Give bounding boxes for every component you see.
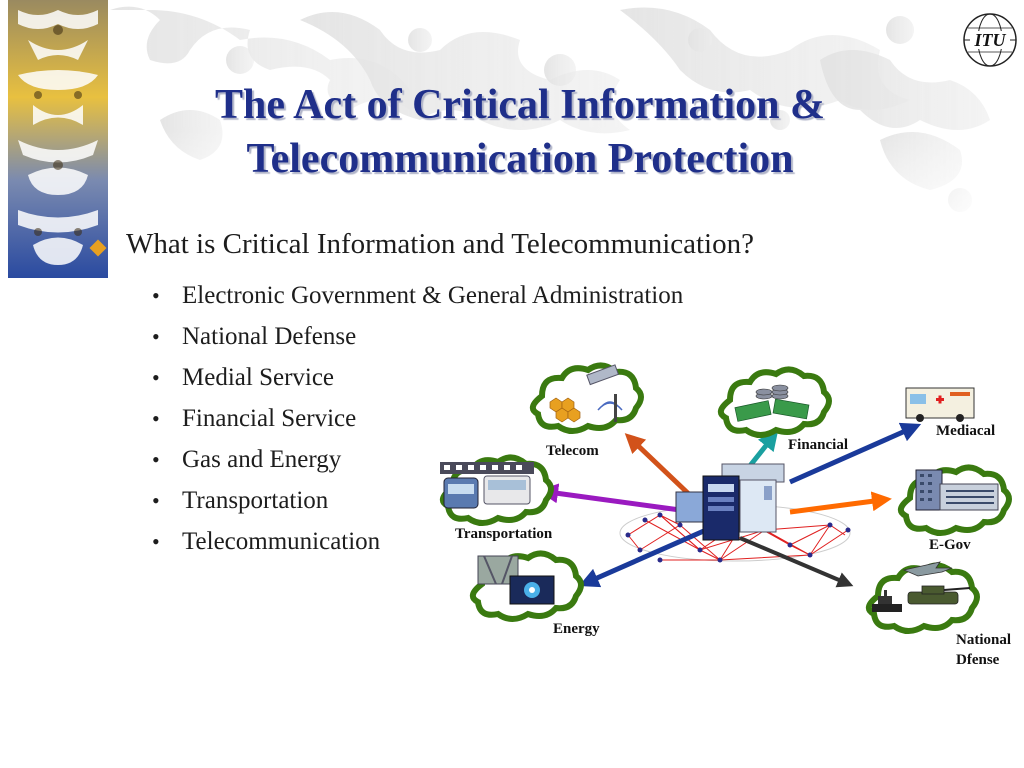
financial-cloud [721,369,829,435]
bullet-dot-icon: • [152,365,160,390]
bullet-dot-icon: • [152,324,160,349]
bullet-dot-icon: • [152,529,160,554]
label-telecom: Telecom [546,443,599,459]
list-item: •Gas and Energy [152,439,683,480]
label-national: National [956,632,1012,648]
list-item: •Medial Service [152,357,683,398]
arrow-defense [739,536,854,588]
list-item: •Electronic Government & General Adminis… [152,275,683,316]
arrow-telecom [624,433,695,500]
label-defense: Dfense [956,652,1000,668]
label-energy: Energy [553,621,600,637]
itu-logo: ITU [963,13,1017,67]
list-item: •National Defense [152,316,683,357]
egov-cloud [901,467,1009,533]
bullet-dot-icon: • [152,283,160,308]
arrow-energy [578,527,708,588]
server-cluster-icon [675,463,785,541]
logo-text: ITU [974,30,1007,50]
label-mediacal: Mediacal [936,423,996,439]
bullet-dot-icon: • [152,447,160,472]
energy-cloud [473,553,581,619]
decorative-side-strip [8,0,108,278]
infrastructure-diagram [430,360,1024,680]
list-item: •Telecommunication [152,521,683,562]
arrow-egov [789,491,892,515]
arrow-transportation [538,483,681,513]
slide-title: The Act of Critical Information & Teleco… [60,78,980,186]
label-financial: Financial [788,437,849,453]
title-line-1: The Act of Critical Information & [214,82,826,128]
national-defense-cloud [869,561,977,631]
list-item: •Transportation [152,480,683,521]
label-egov: E-Gov [929,537,971,553]
title-line-2: Telecommunication Protection [246,136,794,182]
arrow-medical [788,422,922,485]
ambulance-icon [905,387,975,422]
bullet-dot-icon: • [152,488,160,513]
label-transportation: Transportation [455,526,553,542]
list-item: •Financial Service [152,398,683,439]
transportation-cloud [440,457,551,523]
sub-bullet-list: •Electronic Government & General Adminis… [152,275,683,562]
main-bullet-text: What is Critical Information and Telecom… [126,228,754,260]
bullet-dot-icon: • [152,406,160,431]
telecom-cloud [533,365,641,431]
